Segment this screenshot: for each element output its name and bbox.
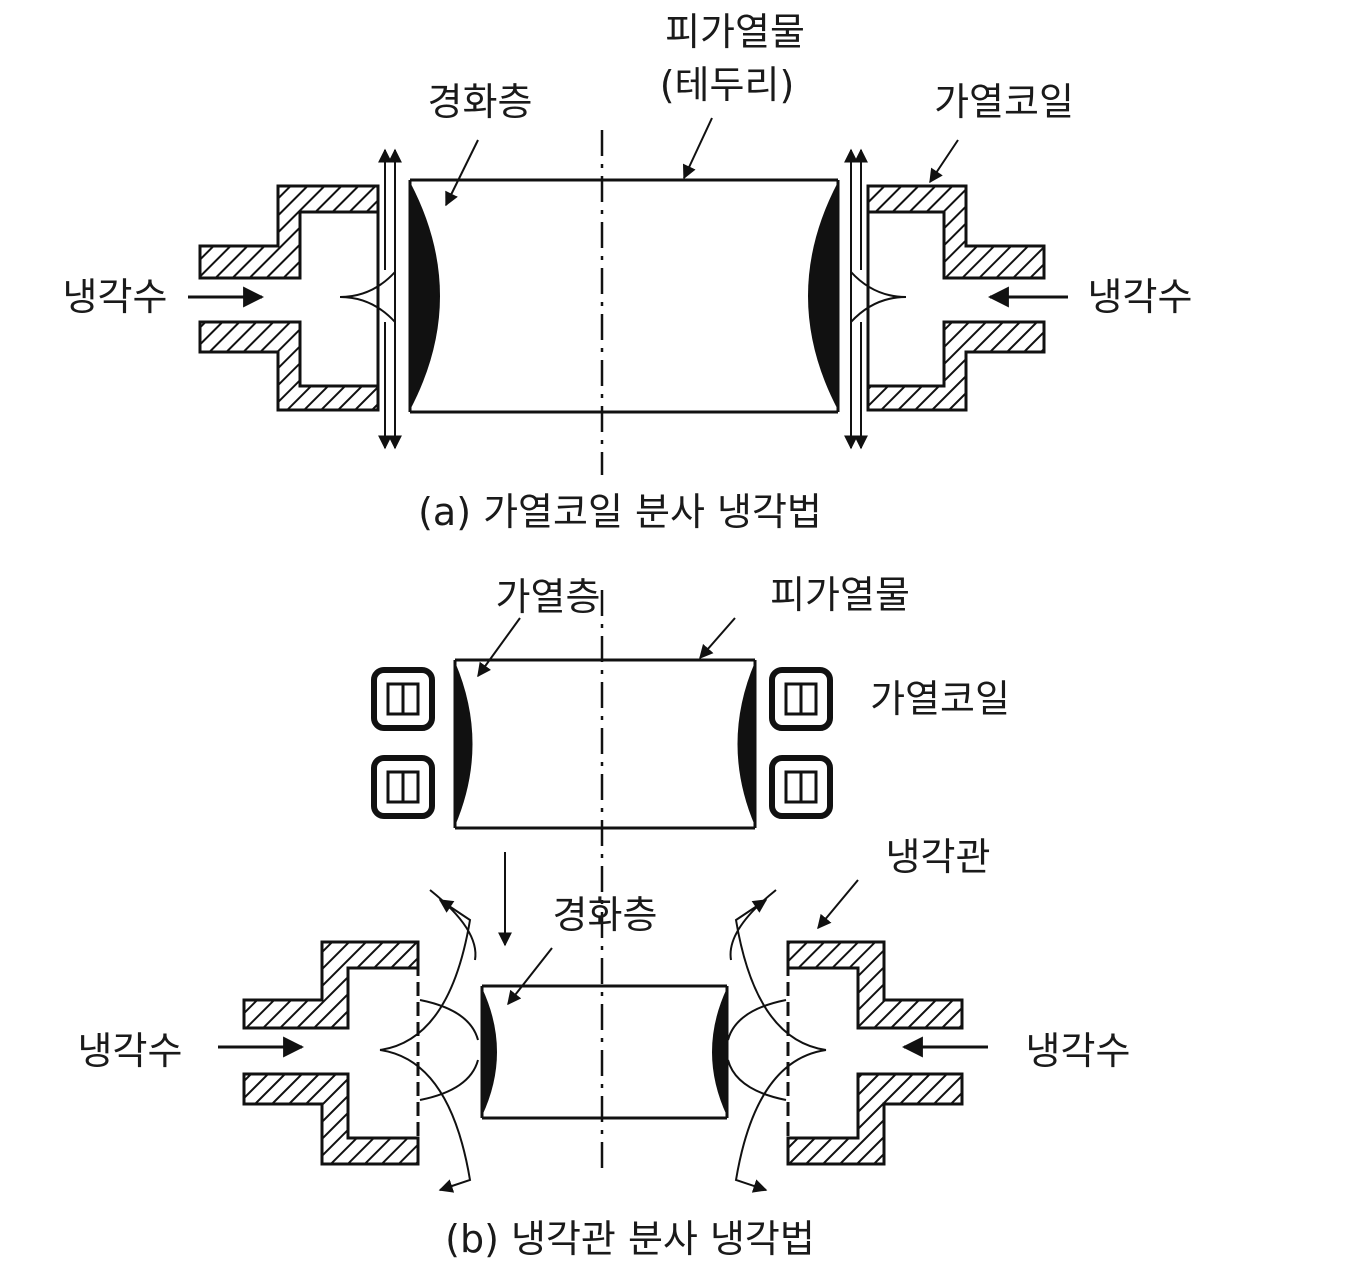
heating-coil-a-right: [866, 184, 1046, 412]
coil-turn: [371, 667, 435, 731]
caption-b: (b) 냉각관 분사 냉각법: [445, 1217, 815, 1261]
label-cooling-pipe-b: 냉각관: [886, 835, 991, 879]
leader-workpiece-a: [682, 117, 713, 180]
heating-coil-a-left: [198, 184, 380, 412]
heated-layer-b-left: [455, 662, 473, 826]
cooling-pipe-b-left: [242, 940, 420, 1166]
label-workpiece-b: 피가열물: [770, 573, 910, 617]
label-hardened-layer-a: 경화층: [428, 80, 533, 124]
coil-turn: [769, 755, 833, 819]
heated-layer-b-right: [737, 662, 755, 826]
spray-arrows-b-left: [379, 889, 479, 1193]
leader-cooling-pipe-b: [817, 879, 859, 930]
diagram-b-heating: 가열층 피가열물 가열코일: [371, 573, 1010, 1170]
label-coolant-a-right: 냉각수: [1088, 275, 1193, 319]
hardened-layer-b-left: [482, 988, 497, 1116]
workpiece-b-top: [453, 658, 757, 830]
leader-workpiece-b: [699, 617, 736, 660]
diagram-b-cooling: 냉각관 경화층 냉각수 냉각수 (b) 냉각관 분사 냉각법: [78, 835, 1131, 1261]
label-coolant-b-left: 냉각수: [78, 1029, 183, 1073]
leader-heated-layer-b: [477, 617, 521, 678]
leader-hardened-layer-a: [445, 139, 479, 207]
leader-hardened-layer-b: [507, 947, 553, 1006]
heating-coil-b: [371, 667, 833, 819]
label-heated-layer-b: 가열층: [496, 575, 601, 619]
leader-heating-coil-a: [929, 139, 959, 184]
hardened-layer-b-right: [712, 988, 727, 1116]
workpiece-b-bottom: [480, 984, 729, 1120]
coil-turn: [371, 755, 435, 819]
label-coolant-b-right: 냉각수: [1026, 1029, 1131, 1073]
label-workpiece-sub-a: (테두리): [660, 63, 795, 107]
cooling-pipe-b-right: [786, 940, 964, 1166]
hardened-layer-a-right: [808, 182, 838, 410]
spray-arrows-b-right: [727, 889, 827, 1193]
coil-turn: [769, 667, 833, 731]
diagram-a: 피가열물 (테두리) 경화층 가열코일 냉각수 냉각수 (a) 가열코일 분사 …: [63, 10, 1193, 534]
caption-a: (a) 가열코일 분사 냉각법: [418, 490, 822, 534]
spray-arrows-a-right: [844, 148, 907, 450]
label-coolant-a-left: 냉각수: [63, 275, 168, 319]
label-heating-coil-b: 가열코일: [870, 677, 1010, 721]
label-heating-coil-a: 가열코일: [934, 80, 1074, 124]
label-hardened-layer-b: 경화층: [553, 893, 658, 937]
spray-arrows-a-left: [339, 148, 402, 450]
hardened-layer-a-left: [410, 182, 440, 410]
workpiece-a: [408, 178, 840, 414]
label-workpiece-a: 피가열물: [665, 10, 805, 54]
